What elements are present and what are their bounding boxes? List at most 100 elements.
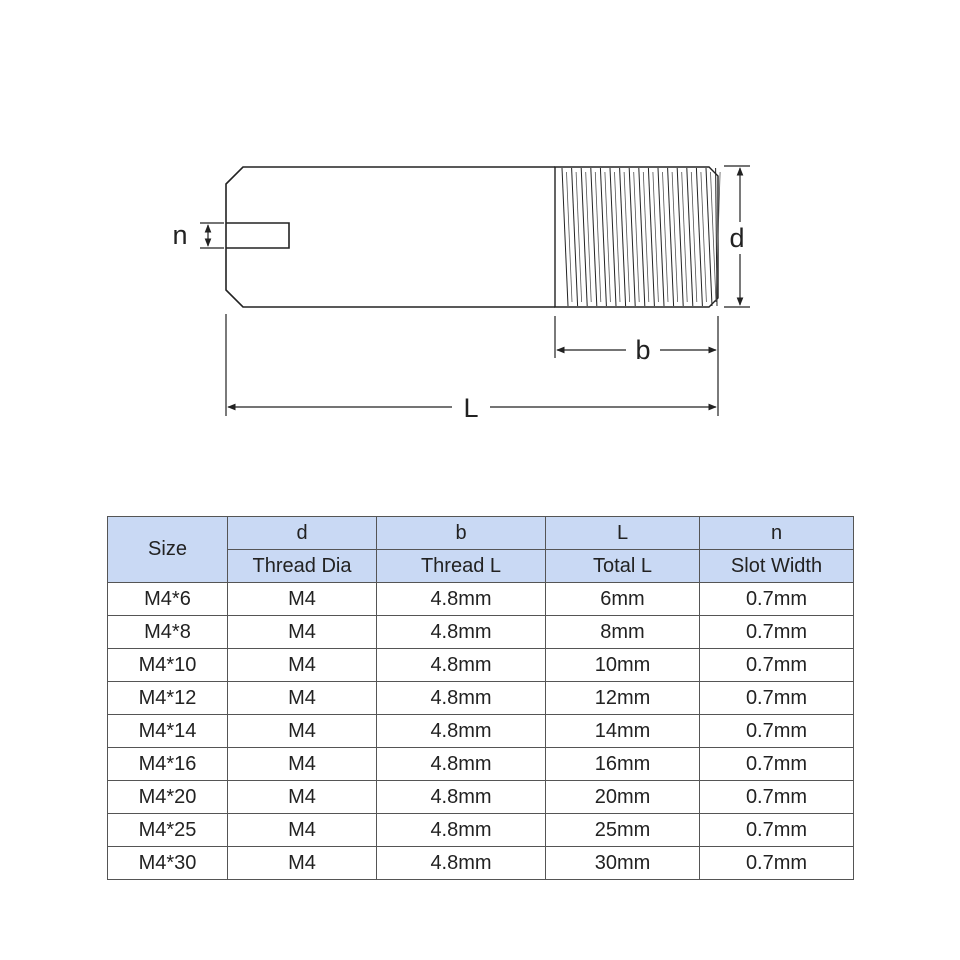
thread-crest-line [638, 167, 646, 307]
cell-thread-length: 4.8mm [376, 714, 546, 748]
header-name-slot-width: Slot Width [699, 549, 854, 583]
thread-crest-line [571, 167, 579, 307]
thread-root-line [566, 171, 573, 303]
header-name-thread-length: Thread L [376, 549, 546, 583]
cell-thread-dia: M4 [227, 648, 377, 682]
header-symbol-d: d [227, 516, 377, 550]
specification-table: Size d b L n Thread Dia Thread L Total L… [107, 516, 854, 880]
cell-size: M4*20 [107, 780, 228, 814]
cell-slot-width: 0.7mm [699, 615, 854, 649]
cell-size: M4*12 [107, 681, 228, 715]
cell-total-length: 6mm [545, 582, 700, 616]
cell-slot-width: 0.7mm [699, 846, 854, 880]
thread-root-line [642, 171, 650, 303]
cell-thread-dia: M4 [227, 615, 377, 649]
thread-crest-line [647, 167, 655, 307]
cell-slot-width: 0.7mm [699, 747, 854, 781]
thread-crest-line [705, 167, 713, 307]
cell-total-length: 30mm [545, 846, 700, 880]
cell-thread-dia: M4 [227, 780, 377, 814]
thread-crest-line [590, 167, 598, 307]
header-name-total-length: Total L [545, 549, 700, 583]
thread-crest-line [628, 167, 636, 307]
header-symbol-b: b [376, 516, 546, 550]
cell-size: M4*14 [107, 714, 228, 748]
cell-thread-length: 4.8mm [376, 780, 546, 814]
cell-thread-dia: M4 [227, 813, 377, 847]
table-header: Size d b L n Thread Dia Thread L Total L… [107, 516, 854, 583]
header-row-names: Thread Dia Thread L Total L Slot Width [108, 549, 854, 583]
label-n: n [172, 220, 187, 250]
cell-thread-dia: M4 [227, 747, 377, 781]
thread-root-line [681, 171, 688, 303]
cell-thread-dia: M4 [227, 582, 377, 616]
cell-thread-length: 4.8mm [376, 747, 546, 781]
cell-slot-width: 0.7mm [699, 813, 854, 847]
cell-thread-length: 4.8mm [376, 813, 546, 847]
cell-total-length: 14mm [545, 714, 700, 748]
cell-total-length: 8mm [545, 615, 700, 649]
cell-size: M4*16 [107, 747, 228, 781]
thread-root-line [633, 171, 640, 303]
cell-slot-width: 0.7mm [699, 780, 854, 814]
thread-root-line [652, 171, 659, 303]
cell-total-length: 20mm [545, 780, 700, 814]
cell-thread-dia: M4 [227, 681, 377, 715]
cell-slot-width: 0.7mm [699, 681, 854, 715]
cell-total-length: 10mm [545, 648, 700, 682]
thread-root-line [690, 171, 698, 303]
cell-thread-length: 4.8mm [376, 648, 546, 682]
cell-thread-dia: M4 [227, 714, 377, 748]
thread-root-line [662, 171, 669, 303]
label-b: b [635, 335, 650, 365]
cell-size: M4*8 [107, 615, 228, 649]
thread-crest-line [619, 167, 627, 307]
label-d: d [729, 223, 744, 253]
screw-technical-drawing: n d b L [172, 165, 750, 423]
cell-thread-length: 4.8mm [376, 681, 546, 715]
header-symbol-L: L [545, 516, 700, 550]
cell-total-length: 12mm [545, 681, 700, 715]
cell-size: M4*6 [107, 582, 228, 616]
cell-size: M4*30 [107, 846, 228, 880]
header-row-symbols: Size d b L n [107, 516, 854, 583]
thread-root-line [671, 171, 678, 303]
thread-root-line [614, 171, 621, 303]
label-L: L [463, 393, 478, 423]
cell-slot-width: 0.7mm [699, 582, 854, 616]
thread-crest-line [667, 167, 675, 307]
header-symbol-n: n [699, 516, 854, 550]
thread-root-line [623, 171, 630, 303]
thread-crest-line [657, 167, 665, 307]
cell-total-length: 25mm [545, 813, 700, 847]
cell-slot-width: 0.7mm [699, 714, 854, 748]
cell-size: M4*10 [107, 648, 228, 682]
cell-slot-width: 0.7mm [699, 648, 854, 682]
cell-thread-length: 4.8mm [376, 582, 546, 616]
thread-root-line [700, 171, 707, 303]
cell-total-length: 16mm [545, 747, 700, 781]
thread-root-line [715, 171, 721, 303]
thread-root-line [585, 171, 592, 303]
thread-root-line [604, 171, 611, 303]
cell-thread-length: 4.8mm [376, 615, 546, 649]
thread-root-line [710, 171, 717, 303]
slot-outline [226, 222, 290, 249]
thread-crest-line [580, 167, 588, 307]
thread-crest-line [686, 167, 694, 307]
thread-crest-line [676, 167, 684, 307]
thread-crest-line [609, 167, 617, 307]
cell-size: M4*25 [107, 813, 228, 847]
header-size: Size [107, 516, 228, 583]
thread-crest-line [561, 167, 569, 307]
